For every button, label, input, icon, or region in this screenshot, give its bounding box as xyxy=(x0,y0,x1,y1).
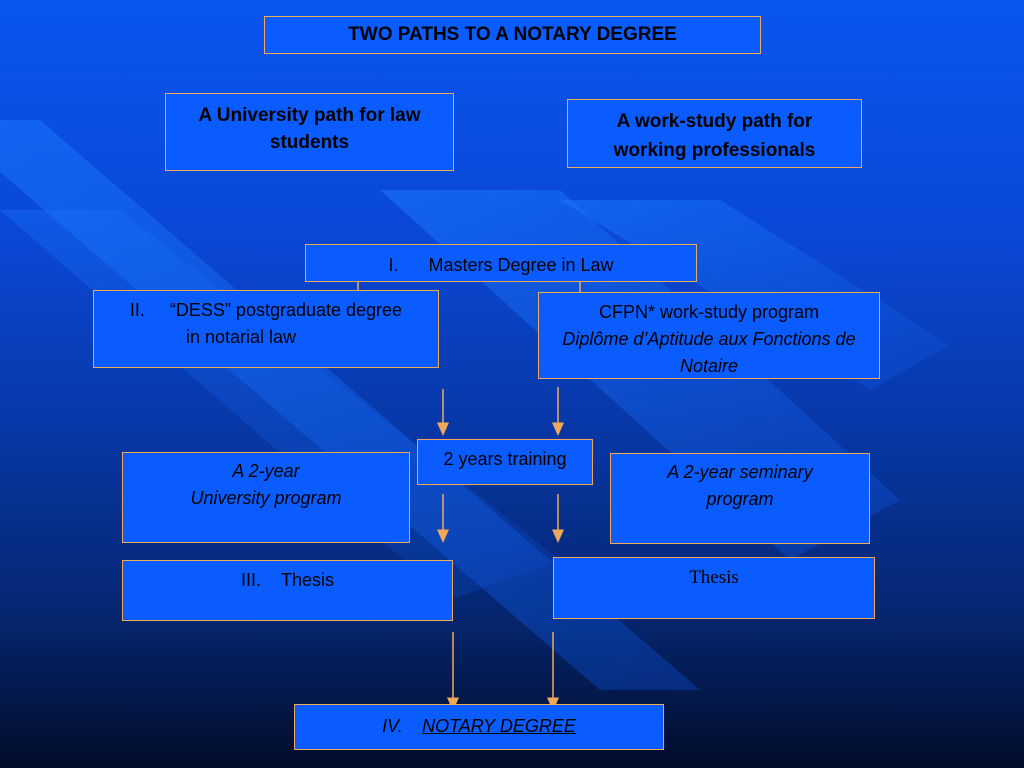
dess-box: II. “DESS” postgraduate degree in notaria… xyxy=(93,290,439,368)
page-title: TWO PATHS TO A NOTARY DEGREE xyxy=(348,24,677,45)
training-label: 2 years training xyxy=(443,449,567,469)
dess-line2: in notarial law xyxy=(185,327,297,347)
seminary-program-box: A 2-year seminary program xyxy=(610,453,870,544)
university-program-line1: A 2-year xyxy=(232,461,300,481)
masters-degree-box: I. Masters Degree in Law xyxy=(305,244,697,282)
cfpn-box: CFPN* work-study program Diplôme d’Aptit… xyxy=(538,292,880,379)
university-program-box: A 2-year University program xyxy=(122,452,410,543)
cfpn-line2: Diplôme d’Aptitude aux Fonctions de xyxy=(562,329,856,349)
training-box: 2 years training xyxy=(417,439,593,485)
thesis-left-box: III. Thesis xyxy=(122,560,453,621)
cfpn-line3: Notaire xyxy=(679,356,739,376)
seminary-program-line2: program xyxy=(706,489,774,509)
thesis-right-box: Thesis xyxy=(553,557,875,619)
thesis-right-label: Thesis xyxy=(689,567,739,588)
workstudy-path-line1: A work-study path for xyxy=(616,111,813,132)
university-program-line2: University program xyxy=(190,488,342,508)
step-number: I. xyxy=(388,255,399,275)
step-number: III. xyxy=(240,570,261,590)
university-path-line1: A University path for law xyxy=(198,105,421,126)
step-number: II. xyxy=(129,300,145,320)
notary-degree-label: NOTARY DEGREE xyxy=(422,716,576,736)
title-box: TWO PATHS TO A NOTARY DEGREE xyxy=(264,16,761,54)
workstudy-path-box: A work-study path for working profession… xyxy=(567,99,862,168)
step-number: IV. xyxy=(382,716,403,736)
dess-line1: “DESS” postgraduate degree xyxy=(169,300,403,320)
notary-degree-box: IV. NOTARY DEGREE xyxy=(294,704,664,750)
university-path-line2: students xyxy=(269,132,350,153)
workstudy-path-line2: working professionals xyxy=(613,140,816,161)
thesis-left-label: Thesis xyxy=(280,570,334,590)
seminary-program-line1: A 2-year seminary xyxy=(667,462,813,482)
university-path-box: A University path for law students xyxy=(165,93,454,171)
cfpn-line1: CFPN* work-study program xyxy=(598,302,820,322)
masters-degree-label: Masters Degree in Law xyxy=(428,255,614,275)
